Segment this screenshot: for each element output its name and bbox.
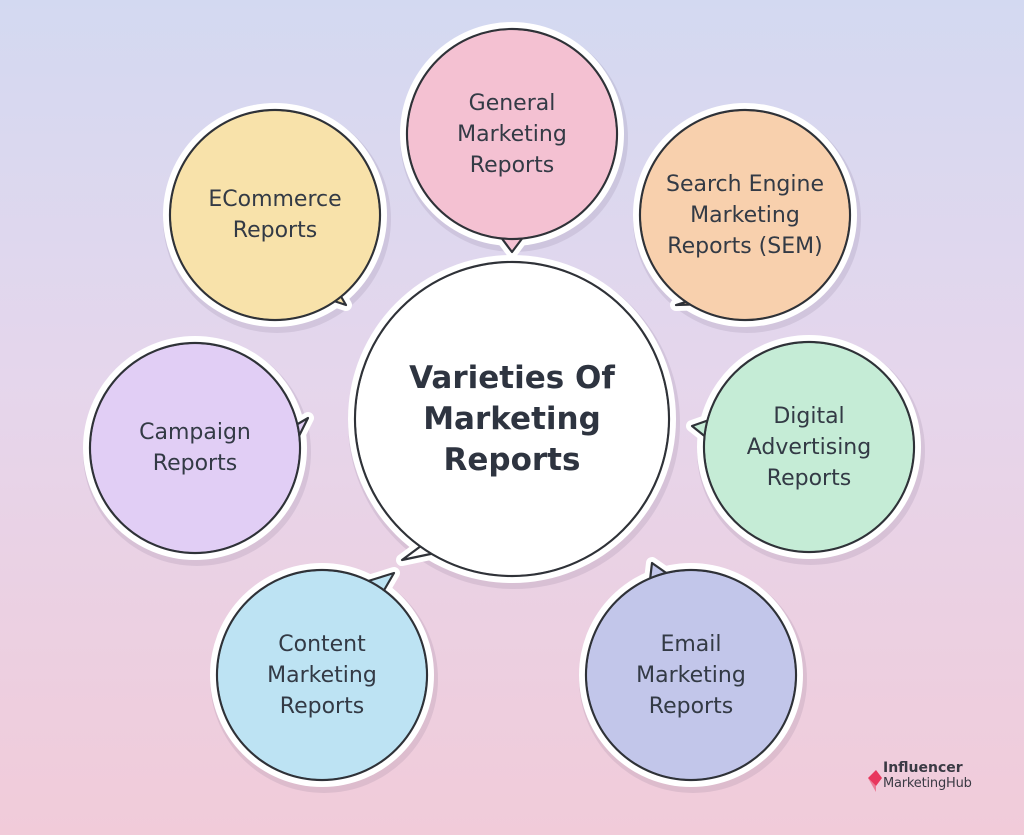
bubble-label-digital: Digital Advertising Reports [704,342,914,552]
bubble-inner-center [356,263,668,575]
bubble-label-email: Email Marketing Reports [586,570,796,780]
ecommerce-reports-text: ECommerce Reports [208,187,342,243]
bubble-label-ecommerce: ECommerce Reports [170,110,380,320]
logo-mark-icon [868,770,882,792]
influencer-marketing-hub-logo: Influencer MarketingHub [867,760,1007,800]
bubble-inner-content [218,571,426,779]
sem-reports-text: Search Engine Marketing Reports (SEM) [666,171,824,259]
bubble-label-general: General Marketing Reports [407,29,617,239]
logo-text-marketinghub: MarketingHub [883,776,972,791]
logo-text-influencer: Influencer [883,760,963,776]
bubble-label-content: Content Marketing Reports [217,570,427,780]
bubble-inner-ecommerce [171,111,379,319]
digital-advertising-reports-text: Digital Advertising Reports [746,403,872,491]
campaign-reports-text: Campaign Reports [139,420,251,476]
bubble-inner-sem [641,111,849,319]
center-title: Varieties Of Marketing Reports [409,359,615,478]
email-marketing-reports-text: Email Marketing Reports [636,631,746,719]
center-bubble-label: Varieties Of Marketing Reports [355,262,669,576]
bubble-inner-general [408,30,616,238]
content-marketing-reports-text: Content Marketing Reports [267,631,377,719]
general-marketing-reports-text: General Marketing Reports [457,90,567,178]
bubble-label-sem: Search Engine Marketing Reports (SEM) [640,110,850,320]
bubble-inner-campaign [91,344,299,552]
bubble-label-campaign: Campaign Reports [90,343,300,553]
bubble-inner-email [587,571,795,779]
bubble-inner-digital [705,343,913,551]
